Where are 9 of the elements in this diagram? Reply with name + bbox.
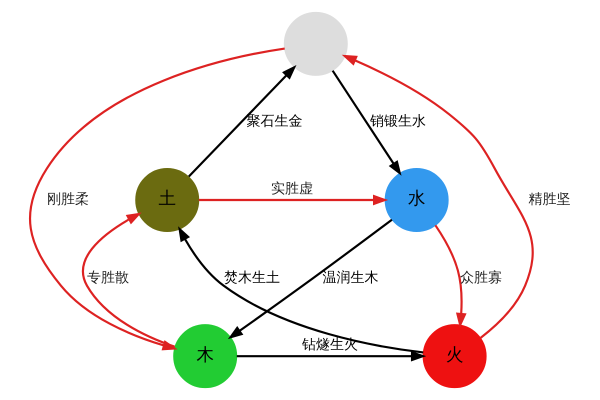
edge-label: 实胜虚 <box>270 180 313 197</box>
edge-label: 精胜坚 <box>528 192 571 208</box>
edge-label: 焚木生土 <box>224 270 280 286</box>
edge-label: 众胜寡 <box>460 270 502 286</box>
edge-label: 聚石生金 <box>246 114 303 130</box>
edge-label: 温润生木 <box>322 270 379 286</box>
edge-label: 专胜散 <box>87 270 130 286</box>
edge-label: 销锻生水 <box>370 114 426 130</box>
edge-label: 刚胜柔 <box>46 192 89 208</box>
